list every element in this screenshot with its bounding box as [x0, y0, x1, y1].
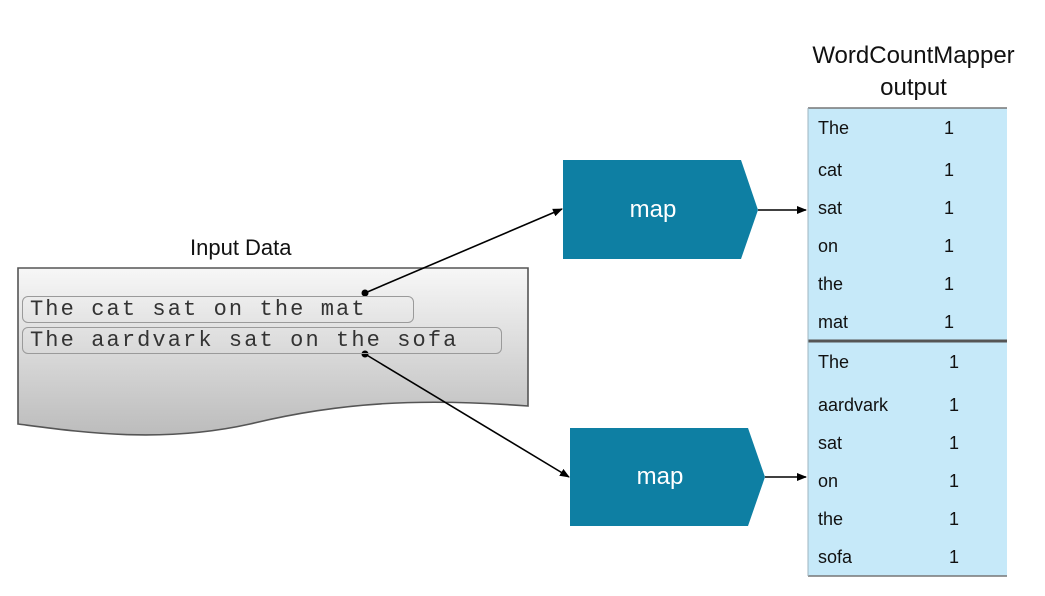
output-count: 1 — [949, 471, 960, 491]
output-word: sofa — [818, 547, 853, 567]
output-count: 1 — [944, 236, 955, 256]
input-data-title: Input Data — [190, 235, 292, 260]
output-word: The — [818, 352, 850, 372]
input-line-box-2 — [22, 327, 502, 354]
output-count: 1 — [944, 198, 955, 218]
output-count: 1 — [944, 312, 955, 332]
output-count: 1 — [944, 118, 955, 138]
output-count: 1 — [944, 274, 955, 294]
output-count: 1 — [949, 352, 960, 372]
output-word: on — [818, 236, 839, 256]
arrow-input-to-map-1 — [364, 208, 563, 294]
output-word: aardvark — [818, 395, 889, 415]
input-document — [17, 267, 529, 436]
output-title-line2: output — [880, 74, 947, 101]
output-count: 1 — [949, 433, 960, 453]
output-title-line1: WordCountMapper — [812, 42, 1015, 69]
output-panel-2 — [808, 342, 1007, 576]
output-count: 1 — [944, 160, 955, 180]
map-chevron-1 — [563, 160, 758, 259]
output-panel-1 — [808, 108, 1007, 341]
output-count: 1 — [949, 509, 960, 529]
output-word: The — [818, 118, 850, 138]
input-line-box-1 — [22, 296, 414, 323]
output-count: 1 — [949, 547, 960, 567]
output-word: the — [818, 274, 844, 294]
arrow-origin-dot-1 — [361, 289, 369, 297]
output-word: cat — [818, 160, 843, 180]
arrow-input-to-map-2 — [364, 353, 570, 478]
input-line-1: The cat sat on the mat — [30, 297, 367, 322]
output-count: 1 — [949, 395, 960, 415]
output-title: WordCountMapper output — [782, 40, 1045, 104]
input-line-2: The aardvark sat on the sofa — [30, 328, 459, 353]
output-word: on — [818, 471, 839, 491]
output-word: the — [818, 509, 844, 529]
output-word: sat — [818, 198, 843, 218]
output-word: sat — [818, 433, 843, 453]
map-chevron-2 — [570, 428, 765, 526]
arrow-origin-dot-2 — [361, 350, 369, 358]
map-label-2: map — [636, 463, 684, 490]
output-word: mat — [818, 312, 849, 332]
map-label-1: map — [629, 196, 677, 223]
